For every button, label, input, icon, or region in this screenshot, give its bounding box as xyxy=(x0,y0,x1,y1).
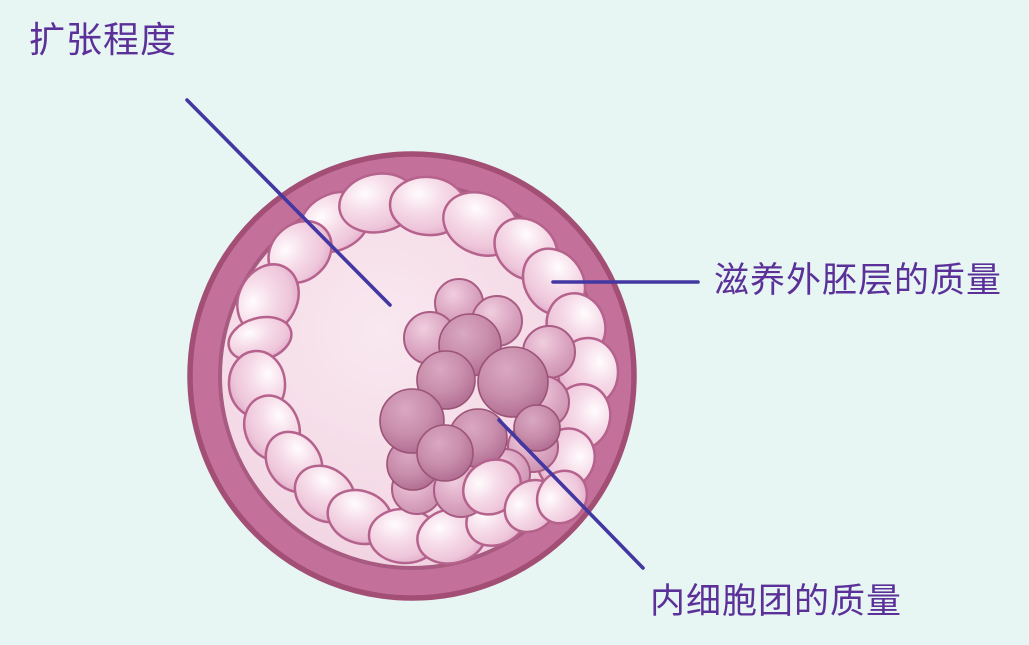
expansion-callout-line xyxy=(185,98,392,307)
front-trophectoderm-cells xyxy=(462,458,589,534)
trophectoderm-callout: 滋养外胚层的质量 xyxy=(551,261,1002,300)
icm-callout-line xyxy=(497,418,645,570)
icm-callout: 内细胞团的质量 xyxy=(497,418,902,621)
icm-cell xyxy=(513,404,561,452)
trophectoderm-cell xyxy=(535,469,589,525)
trophectoderm-label: 滋养外胚层的质量 xyxy=(714,261,1002,300)
inner-cell-mass xyxy=(379,278,576,518)
expansion-label: 扩张程度 xyxy=(29,19,177,60)
icm-cell xyxy=(416,424,474,482)
icm-cell xyxy=(416,350,476,410)
icm-label: 内细胞团的质量 xyxy=(650,582,902,621)
expansion-callout: 扩张程度 xyxy=(29,19,392,307)
blastocyst-illustration xyxy=(187,151,637,601)
icm-cell xyxy=(477,346,549,418)
